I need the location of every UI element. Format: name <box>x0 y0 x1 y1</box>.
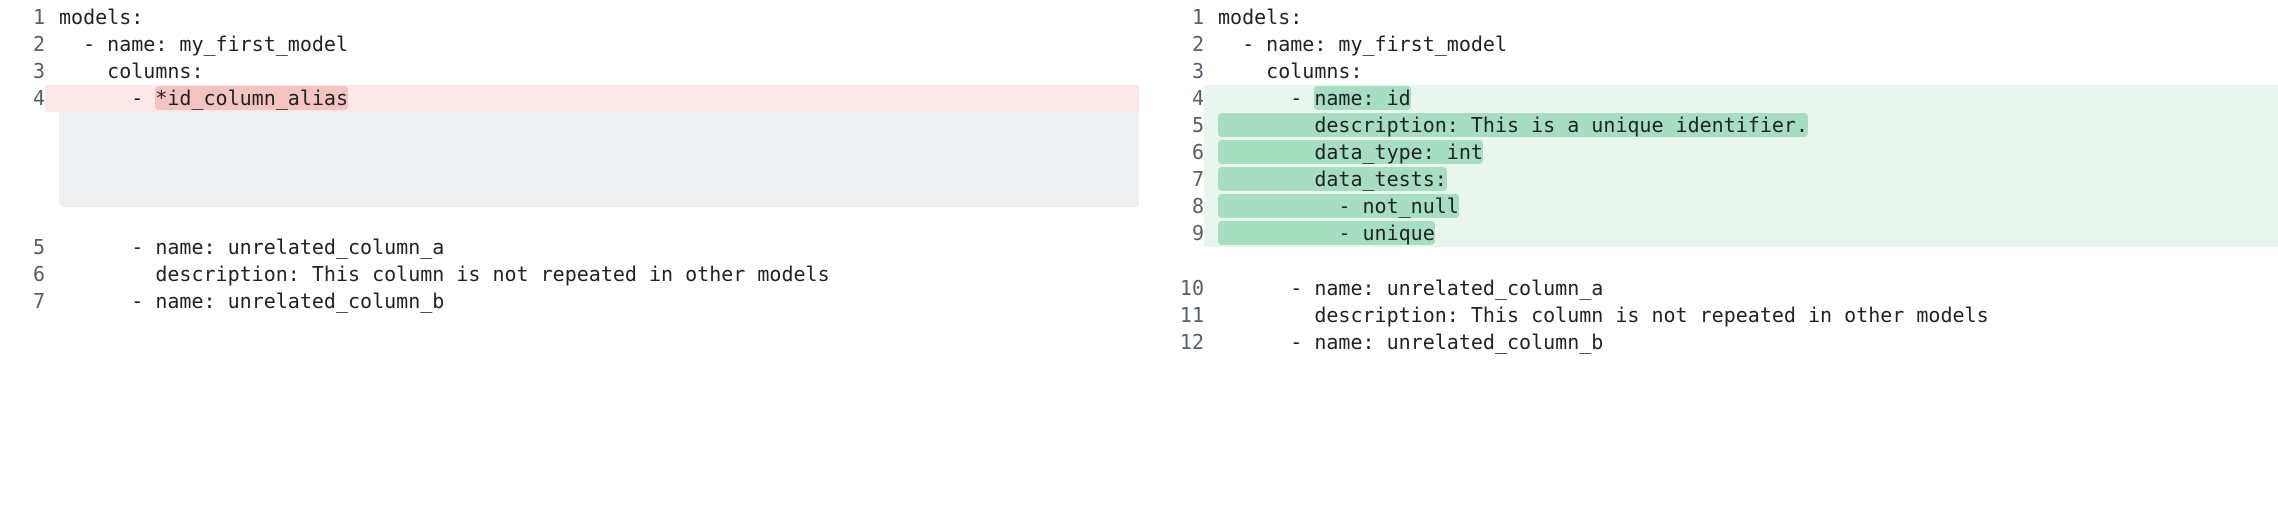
diff-pane-after: 1 models: 2 - name: my_first_model 3 col… <box>1139 0 2278 528</box>
line-content: data_type: int <box>1204 139 2278 166</box>
code-block-after: 1 models: 2 - name: my_first_model 3 col… <box>1139 0 2278 356</box>
line-content: - unique <box>1204 220 2278 247</box>
diff-line[interactable]: 2 - name: my_first_model <box>1139 31 2278 58</box>
line-content: description: This column is not repeated… <box>1218 303 1989 327</box>
diff-line-added[interactable]: 6 data_type: int <box>1139 139 2278 166</box>
diff-line[interactable]: 7 - name: unrelated_column_b <box>0 288 1139 315</box>
added-word-highlight: data_tests: <box>1218 167 1447 191</box>
code-block-before: 1 models: 2 - name: my_first_model 3 col… <box>0 0 1139 315</box>
diff-line[interactable]: 3 columns: <box>1139 58 2278 85</box>
line-number: 4 <box>1191 86 1204 110</box>
diff-line-added[interactable]: 4 - name: id <box>1139 85 2278 112</box>
line-number: 4 <box>32 86 45 110</box>
line-number: 2 <box>32 32 45 56</box>
line-number: 10 <box>1179 276 1204 300</box>
line-number: 5 <box>32 235 45 259</box>
added-word-highlight: - not_null <box>1218 194 1459 218</box>
diff-gap <box>1139 247 2278 275</box>
deleted-word-highlight: *id_column_alias <box>155 86 348 110</box>
diff-line-added[interactable]: 5 description: This is a unique identifi… <box>1139 112 2278 139</box>
line-content: - name: unrelated_column_b <box>59 289 445 313</box>
diff-line[interactable]: 6 description: This column is not repeat… <box>0 261 1139 288</box>
line-number: 11 <box>1179 303 1204 327</box>
diff-line[interactable]: 10 - name: unrelated_column_a <box>1139 275 2278 302</box>
diff-line[interactable]: 5 - name: unrelated_column_a <box>0 234 1139 261</box>
line-content: models: <box>59 5 144 29</box>
added-word-highlight: description: This is a unique identifier… <box>1218 113 1809 137</box>
line-content: - name: my_first_model <box>1218 32 1507 56</box>
added-word-highlight: name: id <box>1314 86 1411 110</box>
line-content: - name: unrelated_column_b <box>1218 330 1604 354</box>
line-content: - name: unrelated_column_a <box>59 235 445 259</box>
line-prefix: - <box>1218 86 1315 110</box>
added-word-highlight: - unique <box>1218 221 1435 245</box>
line-number: 2 <box>1191 32 1204 56</box>
diff-filler-block <box>59 112 1139 207</box>
line-number: 3 <box>32 59 45 83</box>
line-content: columns: <box>1218 59 1363 83</box>
line-number: 8 <box>1191 194 1204 218</box>
line-content: description: This column is not repeated… <box>59 262 830 286</box>
line-number: 9 <box>1191 221 1204 245</box>
diff-pane-before: 1 models: 2 - name: my_first_model 3 col… <box>0 0 1139 315</box>
line-content: - name: unrelated_column_a <box>1218 276 1604 300</box>
line-number: 12 <box>1179 330 1204 354</box>
line-number: 6 <box>32 262 45 286</box>
line-number: 6 <box>1191 140 1204 164</box>
diff-line-added[interactable]: 7 data_tests: <box>1139 166 2278 193</box>
diff-line[interactable]: 2 - name: my_first_model <box>0 31 1139 58</box>
added-word-highlight: data_type: int <box>1218 140 1483 164</box>
line-content: - not_null <box>1204 193 2278 220</box>
line-content: - *id_column_alias <box>45 85 1139 112</box>
line-content: - name: my_first_model <box>59 32 348 56</box>
diff-line-added[interactable]: 9 - unique <box>1139 220 2278 247</box>
line-content: data_tests: <box>1204 166 2278 193</box>
line-number: 7 <box>1191 167 1204 191</box>
line-number: 3 <box>1191 59 1204 83</box>
line-content: description: This is a unique identifier… <box>1204 112 2278 139</box>
line-content: columns: <box>59 59 204 83</box>
diff-line-deleted[interactable]: 4 - *id_column_alias <box>0 85 1139 112</box>
diff-gap <box>0 207 1139 234</box>
line-content: - name: id <box>1204 85 2278 112</box>
diff-line[interactable]: 1 models: <box>1139 4 2278 31</box>
diff-line-added[interactable]: 8 - not_null <box>1139 193 2278 220</box>
diff-line[interactable]: 3 columns: <box>0 58 1139 85</box>
diff-line[interactable]: 11 description: This column is not repea… <box>1139 302 2278 329</box>
diff-line[interactable]: 1 models: <box>0 4 1139 31</box>
diff-line[interactable]: 12 - name: unrelated_column_b <box>1139 329 2278 356</box>
line-content: models: <box>1218 5 1303 29</box>
line-number: 1 <box>32 5 45 29</box>
line-number: 5 <box>1191 113 1204 137</box>
line-prefix: - <box>59 86 156 110</box>
line-number: 1 <box>1191 5 1204 29</box>
line-number: 7 <box>32 289 45 313</box>
